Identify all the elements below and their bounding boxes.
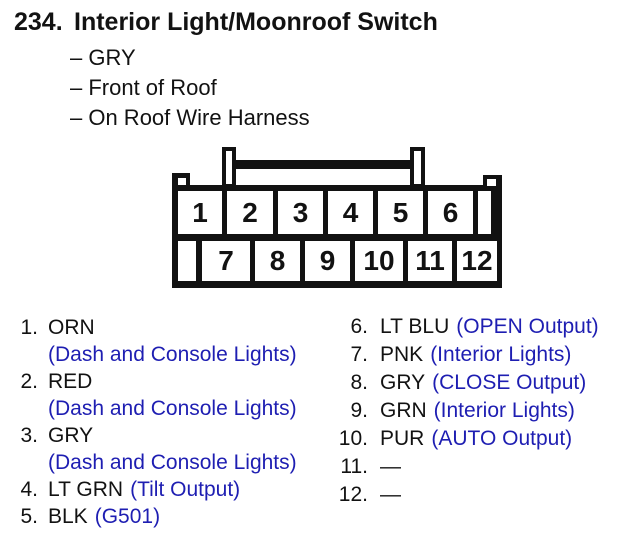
- pin-row-12: 12. —: [330, 481, 599, 509]
- wire-color: BLK: [48, 505, 88, 528]
- wire-color: LT BLU: [380, 315, 450, 338]
- pin-desc-row-3: (Dash and Console Lights): [12, 449, 297, 476]
- pin-row-3: 3. GRY: [12, 422, 297, 449]
- pin-row-4: 4. LT GRN (Tilt Output): [12, 476, 297, 503]
- pin-number: 10.: [338, 427, 368, 450]
- pin-cavity-5: 5: [378, 191, 423, 234]
- pin-function: (G501): [94, 505, 161, 528]
- wire-color: —: [380, 483, 401, 506]
- connector-lock-post-right: [410, 147, 425, 188]
- connector-lock-post-left: [222, 147, 236, 188]
- wire-color: GRN: [380, 399, 427, 422]
- attribute-harness: – On Roof Wire Harness: [70, 105, 310, 130]
- pin-list-right: 6. LT BLU (OPEN Output) 7. PNK (Interior…: [330, 313, 599, 509]
- wire-color: RED: [48, 370, 93, 393]
- pin-number: 12.: [338, 483, 368, 506]
- wire-color: GRY: [380, 371, 426, 394]
- pin-function: (Interior Lights): [433, 399, 575, 422]
- connector-attributes: – GRY – Front of Roof – On Roof Wire Har…: [70, 43, 310, 133]
- connector-corner-tab-right: [483, 175, 502, 189]
- wire-color: GRY: [48, 424, 94, 447]
- attribute-location: – Front of Roof: [70, 75, 217, 100]
- pin-function: (Dash and Console Lights): [48, 451, 297, 474]
- pin-row-7: 7. PNK (Interior Lights): [330, 341, 599, 369]
- pin-cavity-8: 8: [255, 241, 300, 281]
- pin-number: 7.: [350, 343, 368, 366]
- pin-cavity-2: 2: [227, 191, 273, 234]
- connector-body: 1 2 3 4 5 6 7 8 9 10 11 12: [172, 185, 502, 288]
- pin-function: (Interior Lights): [430, 343, 572, 366]
- pin-cavity-6: 6: [428, 191, 473, 234]
- pin-number: 2.: [20, 370, 38, 393]
- pin-row-2: 2. RED: [12, 368, 297, 395]
- pin-cavity-4: 4: [328, 191, 373, 234]
- pin-desc-row-2: (Dash and Console Lights): [12, 395, 297, 422]
- connector-lock-bar: [224, 160, 424, 169]
- corner-notch-right: [487, 179, 496, 186]
- pin-list-left: 1. ORN (Dash and Console Lights) 2. RED …: [12, 314, 297, 530]
- pin-row-11: 11. —: [330, 453, 599, 481]
- pin-desc-row-1: (Dash and Console Lights): [12, 341, 297, 368]
- pin-row-1: 1. ORN: [12, 314, 297, 341]
- wire-color: PNK: [380, 343, 424, 366]
- pin-cavity-10: 10: [355, 241, 403, 281]
- pin-row-10: 10. PUR (AUTO Output): [330, 425, 599, 453]
- pin-number: 8.: [350, 371, 368, 394]
- pin-function: (AUTO Output): [431, 427, 573, 450]
- pin-cavity-7: 7: [202, 241, 250, 281]
- pin-number: 1.: [20, 316, 38, 339]
- pin-number: 5.: [20, 505, 38, 528]
- section-number: 234.: [14, 8, 63, 36]
- wire-color: PUR: [380, 427, 425, 450]
- page-title: Interior Light/Moonroof Switch: [74, 8, 438, 36]
- pin-cavity-12: 12: [457, 241, 497, 281]
- pin-cavity-3: 3: [278, 191, 323, 234]
- blank-cavity-top-right: [478, 191, 491, 234]
- pin-function: (OPEN Output): [456, 315, 599, 338]
- connector-corner-tab-left: [172, 173, 190, 189]
- blank-cavity-bottom-left: [178, 241, 196, 281]
- pin-cavity-11: 11: [408, 241, 452, 281]
- pin-function: (Tilt Output): [130, 478, 241, 501]
- pin-number: 4.: [20, 478, 38, 501]
- pin-row-5: 5. BLK (G501): [12, 503, 297, 530]
- connector-diagram: 1 2 3 4 5 6 7 8 9 10 11 12: [172, 146, 502, 288]
- wire-color: —: [380, 455, 401, 478]
- pin-number: 6.: [350, 315, 368, 338]
- wire-color: LT GRN: [48, 478, 124, 501]
- pin-number: 3.: [20, 424, 38, 447]
- pin-function: (Dash and Console Lights): [48, 397, 297, 420]
- pin-number: 11.: [340, 455, 368, 478]
- attribute-color: – GRY: [70, 45, 136, 70]
- pin-row-8: 8. GRY (CLOSE Output): [330, 369, 599, 397]
- corner-notch-left: [178, 178, 186, 185]
- pin-cavity-1: 1: [178, 191, 222, 234]
- wire-color: ORN: [48, 316, 95, 339]
- pin-function: (CLOSE Output): [432, 371, 587, 394]
- pin-row-9: 9. GRN (Interior Lights): [330, 397, 599, 425]
- pin-function: (Dash and Console Lights): [48, 343, 297, 366]
- pin-number: 9.: [350, 399, 368, 422]
- pin-row-6: 6. LT BLU (OPEN Output): [330, 313, 599, 341]
- pin-cavity-9: 9: [305, 241, 350, 281]
